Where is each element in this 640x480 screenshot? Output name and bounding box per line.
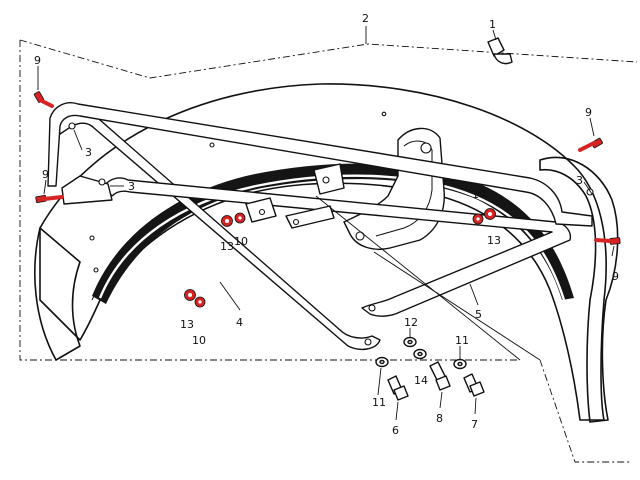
assembly-boundary-right (539, 359, 630, 463)
callout-3-left-mid: 3 (128, 180, 135, 193)
bolt-9-lower-left (35, 194, 64, 204)
callout-12: 12 (404, 316, 418, 329)
nut-washer-pair-left (221, 212, 246, 227)
callout-13-right: 13 (487, 234, 501, 247)
fender-stay-upper (47, 102, 594, 227)
stay-bracket-top (313, 163, 345, 195)
callout-14: 14 (414, 374, 428, 387)
callout-6: 6 (392, 424, 399, 437)
washer-11-left (375, 356, 389, 368)
nut-washer-pair-lower (184, 289, 206, 308)
assembly-boundary (19, 39, 638, 79)
callout-1: 1 (489, 18, 496, 31)
callout-9-lower-left: 9 (42, 168, 49, 181)
fender-clip-bolt (487, 37, 513, 65)
bolt-9-lower-right (594, 237, 621, 245)
callout-9-lower-right: 9 (612, 270, 619, 283)
assembly-boundary-left (19, 40, 520, 361)
bolt-6 (387, 375, 409, 401)
washer-12 (403, 336, 417, 348)
callout-5: 5 (475, 308, 482, 321)
stay-bracket-mid (285, 205, 335, 229)
callout-10-right: 10 (472, 188, 486, 201)
callout-3-right: 3 (576, 174, 583, 187)
callout-8: 8 (436, 412, 443, 425)
bolt-7 (463, 373, 485, 397)
callout-10-lower: 10 (192, 334, 206, 347)
callout-7: 7 (471, 418, 478, 431)
spring-washer-14 (413, 348, 427, 360)
nut-washer-pair-right (472, 208, 496, 225)
callout-13-left: 13 (220, 240, 234, 253)
leader-lines (37, 26, 615, 421)
washer-11-right (453, 358, 467, 370)
callout-11-right: 11 (455, 334, 469, 347)
callout-3-left-top: 3 (85, 146, 92, 159)
callout-2: 2 (362, 12, 369, 25)
callout-10-left: 10 (234, 235, 248, 248)
bolt-9-upper-right (578, 137, 603, 152)
callout-labels: 1 2 3 3 3 4 5 6 7 8 9 9 9 9 10 10 10 11 … (34, 12, 619, 437)
callout-13-lower: 13 (180, 318, 194, 331)
callout-4: 4 (236, 316, 243, 329)
callout-9-upper-left: 9 (34, 54, 41, 67)
callout-11-left: 11 (372, 396, 386, 409)
bolt-9-upper-left (33, 91, 54, 108)
bolt-8 (429, 361, 451, 391)
callout-9-upper-right: 9 (585, 106, 592, 119)
stay-bracket-left (245, 197, 277, 223)
